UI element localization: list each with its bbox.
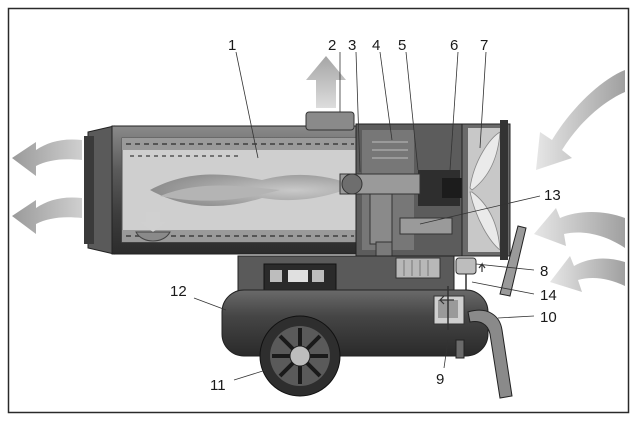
callout-labels: 1 2 3 4 5 6 7 8 9 10 11 12 13 14 (170, 37, 561, 394)
exhaust-chimney (305, 111, 355, 131)
callout-14: 14 (540, 287, 557, 304)
combustion-chamber (84, 125, 363, 255)
callout-3: 3 (348, 37, 356, 54)
burner-head (339, 173, 421, 271)
leader-lines (193, 51, 541, 381)
callout-11: 11 (210, 377, 226, 394)
callout-4: 4 (372, 37, 380, 54)
callout-2: 2 (328, 37, 336, 54)
wheel (259, 315, 341, 397)
callout-13: 13 (544, 187, 561, 204)
drain-valve (455, 339, 465, 359)
callout-1: 1 (228, 37, 236, 54)
outgoing-air-arrows (12, 139, 82, 234)
callout-8: 8 (540, 263, 548, 280)
handle-bar (499, 225, 527, 297)
air-pump (399, 217, 453, 235)
callout-10: 10 (540, 309, 557, 326)
frame-border (7, 7, 630, 414)
callout-9: 9 (436, 371, 444, 388)
fuel-filter (455, 257, 477, 275)
base-housing (237, 255, 455, 297)
exhaust-arrow-up (306, 56, 346, 108)
callout-5: 5 (398, 37, 406, 54)
callout-12: 12 (170, 283, 187, 300)
callout-7: 7 (480, 37, 488, 54)
callout-6: 6 (450, 37, 458, 54)
incoming-air-arrows (534, 70, 625, 292)
handle (467, 309, 513, 399)
